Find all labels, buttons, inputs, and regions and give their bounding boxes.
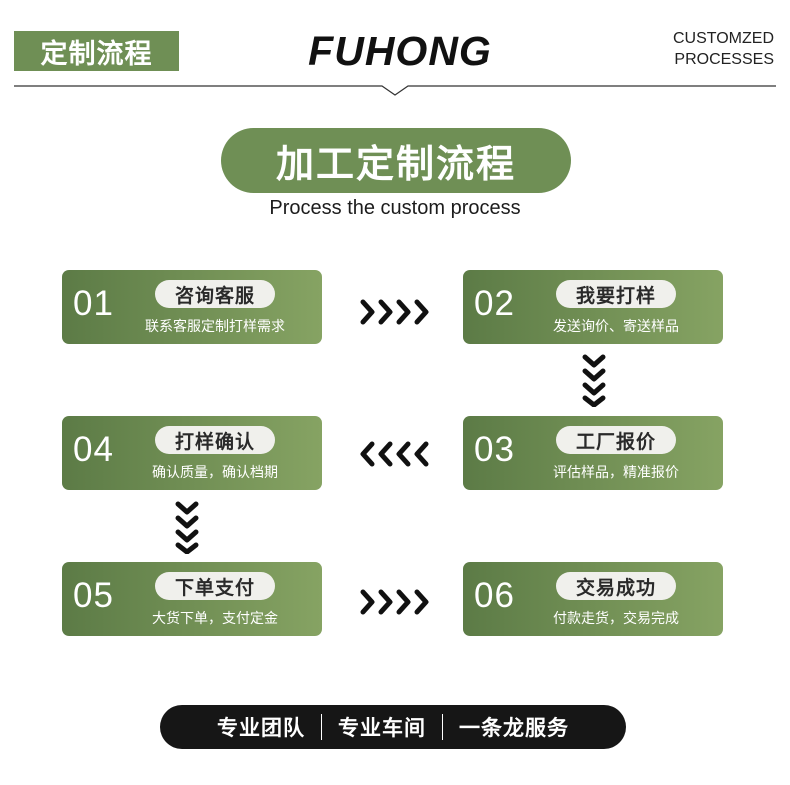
chevron-right-icon <box>360 299 429 325</box>
page-subtitle: Process the custom process <box>269 197 521 219</box>
step-description: 评估样品，精准报价 <box>553 465 679 481</box>
header-badge: 定制流程 <box>14 31 179 71</box>
step-description: 发送询价、寄送样品 <box>553 319 679 335</box>
step-number: 06 <box>474 576 515 615</box>
step-title: 咨询客服 <box>155 280 275 308</box>
step-card-05: 05 下单支付 大货下单，支付定金 <box>62 562 322 636</box>
brand-logo: FUHONG <box>308 28 492 74</box>
footer-item-team: 专业团队 <box>217 716 305 740</box>
step-description: 联系客服定制打样需求 <box>145 319 285 335</box>
header-divider <box>14 85 776 96</box>
step-number: 01 <box>73 284 114 323</box>
chevron-down-icon <box>582 354 606 407</box>
step-title: 我要打样 <box>556 280 676 308</box>
step-number: 03 <box>474 430 515 469</box>
step-card-02: 02 我要打样 发送询价、寄送样品 <box>463 270 723 344</box>
step-card-04: 04 打样确认 确认质量，确认档期 <box>62 416 322 490</box>
step-card-01: 01 咨询客服 联系客服定制打样需求 <box>62 270 322 344</box>
step-title: 工厂报价 <box>556 426 676 454</box>
step-description: 付款走货，交易完成 <box>553 611 679 627</box>
header-caption: CUSTOMZED PROCESSES <box>673 28 774 70</box>
step-card-03: 03 工厂报价 评估样品，精准报价 <box>463 416 723 490</box>
step-number: 05 <box>73 576 114 615</box>
step-card-06: 06 交易成功 付款走货，交易完成 <box>463 562 723 636</box>
header-caption-line2: PROCESSES <box>674 51 774 68</box>
footer-divider <box>442 714 443 740</box>
footer-divider <box>321 714 322 740</box>
step-description: 确认质量，确认档期 <box>152 465 278 481</box>
step-number: 04 <box>73 430 114 469</box>
step-title: 下单支付 <box>155 572 275 600</box>
step-title: 交易成功 <box>556 572 676 600</box>
page-title: 加工定制流程 <box>221 128 571 193</box>
step-number: 02 <box>474 284 515 323</box>
step-title: 打样确认 <box>155 426 275 454</box>
chevron-left-icon <box>360 441 429 467</box>
footer-item-workshop: 专业车间 <box>338 716 426 740</box>
footer-item-service: 一条龙服务 <box>459 716 569 740</box>
chevron-right-icon <box>360 589 429 615</box>
step-description: 大货下单，支付定金 <box>152 611 278 627</box>
chevron-down-icon <box>175 501 199 554</box>
header-caption-line1: CUSTOMZED <box>672 30 774 47</box>
footer-banner: 专业团队 专业车间 一条龙服务 <box>160 705 626 749</box>
